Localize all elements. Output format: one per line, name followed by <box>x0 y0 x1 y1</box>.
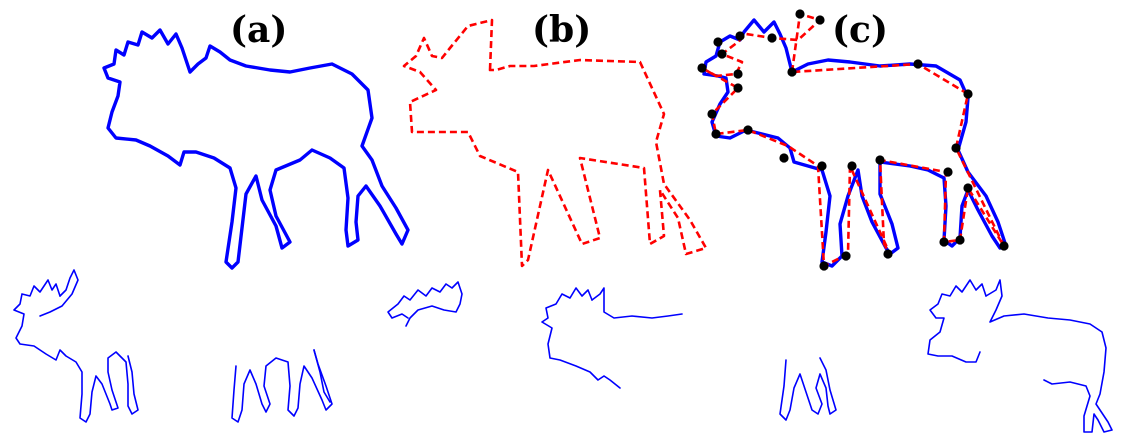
vertex-dot <box>697 63 707 73</box>
contour-fragment-1-antler <box>39 269 79 317</box>
polygon-approximation-c <box>700 12 1006 268</box>
vertex-dot <box>733 69 743 79</box>
vertex-dot <box>847 161 857 171</box>
vertex-dot <box>913 59 923 69</box>
vertex-dot <box>939 237 949 247</box>
contour-fragment-4-back <box>591 287 683 319</box>
panel-b: (b) <box>402 9 708 268</box>
vertex-dot <box>955 235 965 245</box>
vertex-dot <box>779 153 789 163</box>
contour-fragment-2 <box>231 349 333 423</box>
vertex-dot <box>717 49 727 59</box>
vertex-dot <box>733 83 743 93</box>
contour-fragment-4 <box>541 287 621 389</box>
panel-c-label: (c) <box>832 9 888 51</box>
vertex-dot <box>815 15 825 25</box>
contour-fragment-3 <box>387 281 463 327</box>
fragments-row <box>13 269 1113 433</box>
polygon-approximation-b <box>402 18 708 268</box>
panel-a-label: (a) <box>230 9 287 51</box>
vertex-dot <box>743 125 753 135</box>
vertex-dot <box>951 143 961 153</box>
vertex-dot <box>713 37 723 47</box>
vertex-dot <box>963 89 973 99</box>
vertex-dot <box>943 167 953 177</box>
contour-fragment-5 <box>779 357 837 421</box>
vertex-dot <box>767 33 777 43</box>
vertex-dot <box>963 183 973 193</box>
vertex-dot <box>707 109 717 119</box>
contour-fragment-1 <box>13 279 139 423</box>
moose-contour-a <box>102 28 410 270</box>
vertex-dot <box>875 155 885 165</box>
vertex-dot <box>795 9 805 19</box>
panel-a: (a) <box>102 9 410 270</box>
vertex-dot <box>735 31 745 41</box>
vertex-dot <box>819 261 829 271</box>
vertex-dot <box>817 161 827 171</box>
contour-fragment-2-rear <box>313 349 331 403</box>
polygon-vertices <box>697 9 1009 271</box>
vertex-dot <box>787 67 797 77</box>
panel-b-label: (b) <box>532 9 591 51</box>
vertex-dot <box>999 241 1009 251</box>
vertex-dot <box>883 249 893 259</box>
vertex-dot <box>841 251 851 261</box>
contour-fragment-6 <box>927 279 987 363</box>
vertex-dot <box>711 129 721 139</box>
contour-fragment-6-back <box>985 279 1113 433</box>
panel-c: (c) <box>697 9 1009 271</box>
